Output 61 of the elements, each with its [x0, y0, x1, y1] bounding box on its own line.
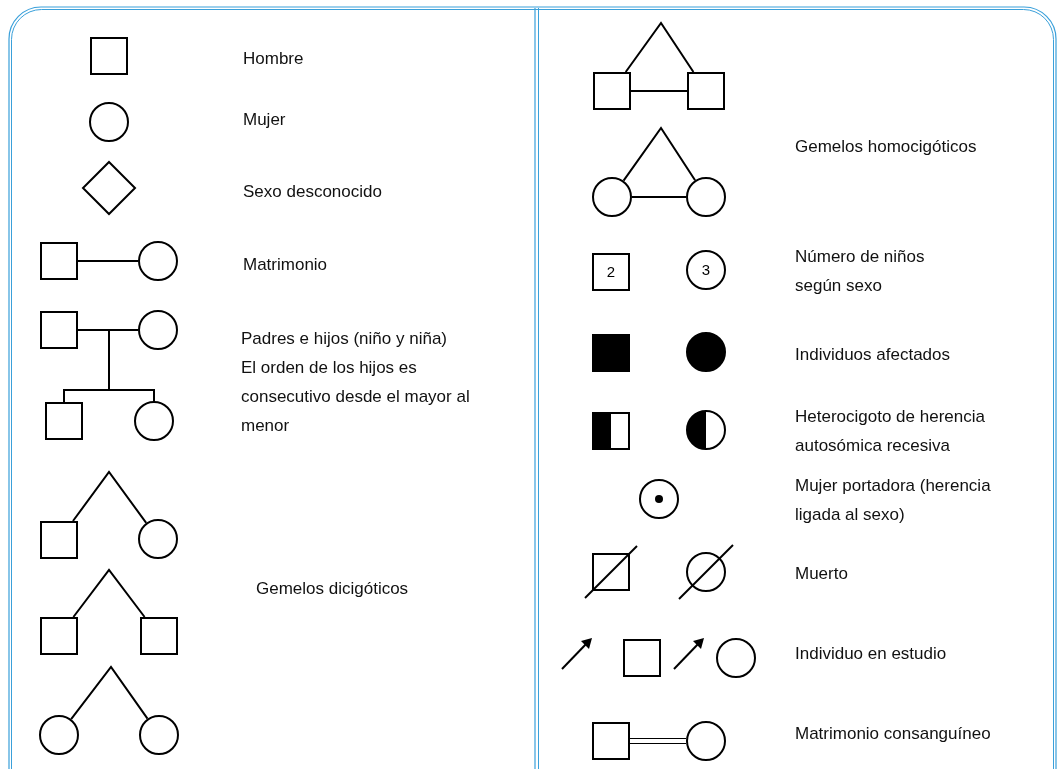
- symbol-description: Padres e hijos (niño y niña): [241, 328, 448, 350]
- circle-symbol: [38, 714, 80, 756]
- symbol-description: Gemelos dicigóticos: [256, 578, 410, 600]
- filled-circle-symbol: [685, 331, 727, 373]
- square-symbol: [39, 241, 79, 281]
- twin-connector: [70, 665, 149, 721]
- twin-connector: [72, 568, 146, 618]
- crossed-circle-symbol: [678, 544, 734, 600]
- circle-symbol: [685, 249, 727, 291]
- square-symbol: [39, 520, 79, 560]
- square-symbol: [44, 401, 84, 441]
- symbol-description: Gemelos homocigóticos: [795, 136, 978, 158]
- circle-symbol: [137, 240, 179, 282]
- symbol-description: Número de niños según sexo: [795, 246, 926, 297]
- connector-line: [630, 90, 688, 92]
- symbol-description: Mujer: [243, 109, 287, 131]
- connector-line: [108, 329, 155, 402]
- square-symbol: [591, 252, 631, 292]
- circle-symbol: [137, 309, 179, 351]
- square-symbol: [622, 638, 662, 678]
- dotted-circle-symbol: [638, 478, 680, 520]
- half-filled-circle-symbol: [685, 409, 727, 451]
- square-symbol: [89, 36, 129, 76]
- twin-connector: [622, 126, 697, 182]
- circle-symbol: [138, 714, 180, 756]
- circle-symbol: [715, 637, 757, 679]
- symbol-description: Heterocigoto de herencia autosómica recesiva: [795, 406, 986, 457]
- count-number: 2: [605, 263, 617, 281]
- square-symbol: [39, 616, 79, 656]
- symbol-description: Matrimonio consanguíneo: [795, 723, 992, 745]
- connector-line: [629, 742, 687, 745]
- connector-line: [631, 196, 687, 198]
- symbol-description: Sexo desconocido: [243, 181, 383, 203]
- connector-line: [629, 737, 687, 740]
- half-filled-square-symbol: [591, 411, 631, 451]
- diamond-symbol: [81, 160, 137, 216]
- count-number: 3: [700, 261, 712, 279]
- circle-symbol: [685, 176, 727, 218]
- symbol-description: Muerto: [795, 563, 849, 585]
- circle-symbol: [685, 720, 727, 762]
- symbol-description: Individuo en estudio: [795, 643, 948, 665]
- twin-connector: [624, 21, 695, 73]
- square-symbol: [592, 71, 632, 111]
- symbol-description: Hombre: [243, 48, 305, 70]
- connector-line: [77, 260, 139, 262]
- symbol-description: El orden de los hijos es consecutivo desde el mayor al menor: [241, 357, 471, 437]
- circle-symbol: [591, 176, 633, 218]
- circle-symbol: [88, 101, 130, 143]
- symbol-description: Mujer portadora (herencia ligada al sexo): [795, 475, 992, 526]
- square-symbol: [139, 616, 179, 656]
- circle-symbol: [133, 400, 175, 442]
- crossed-square-symbol: [584, 545, 638, 599]
- twin-connector: [71, 470, 148, 524]
- filled-square-symbol: [591, 333, 631, 373]
- symbol-description: Matrimonio: [243, 254, 329, 276]
- symbol-description: Individuos afectados: [795, 344, 951, 366]
- square-symbol: [39, 310, 79, 350]
- connector-line: [77, 329, 139, 331]
- circle-symbol: [137, 518, 179, 560]
- square-symbol: [686, 71, 726, 111]
- square-symbol: [591, 721, 631, 761]
